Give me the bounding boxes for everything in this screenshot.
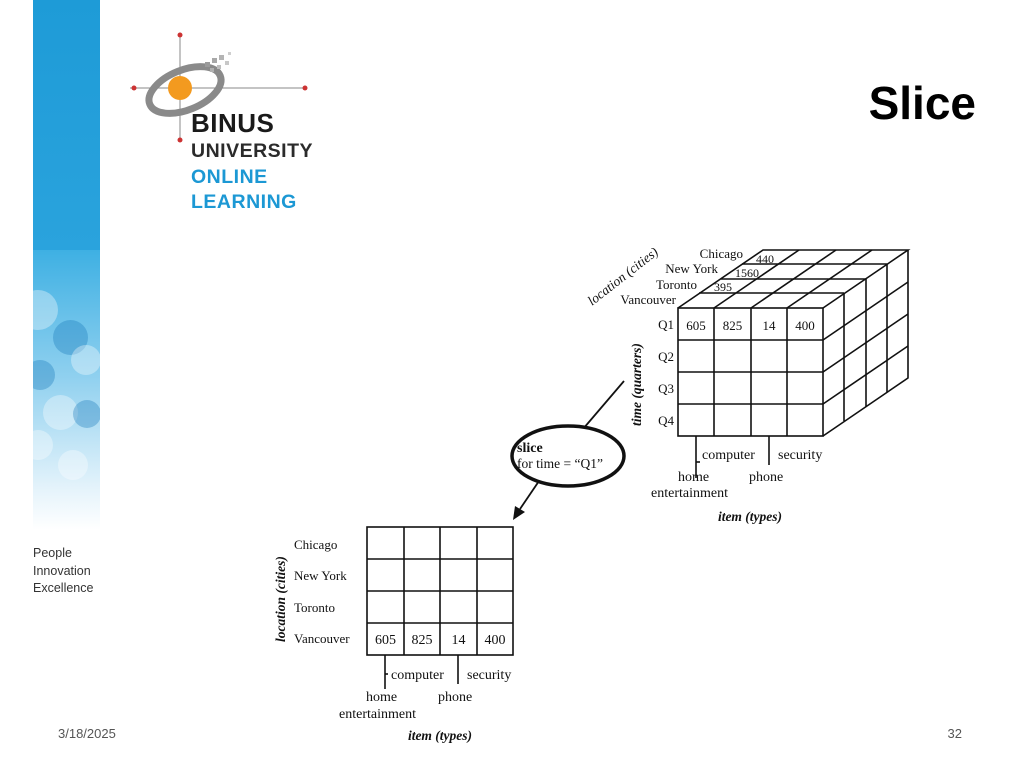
depth-value: 395 [714,280,732,294]
city-label: Vancouver [294,631,350,646]
slide-page-number: 32 [948,726,962,741]
quarter-label: Q1 [658,317,674,332]
axis-label: item (types) [408,728,472,743]
callout-condition: for time = “Q1” [517,456,603,471]
quarter-label: Q4 [658,413,674,428]
city-label: Toronto [294,600,335,615]
item-label: computer [391,668,444,683]
cell-value: 14 [452,633,466,648]
item-label: computer [702,448,755,463]
item-label: security [467,668,511,683]
quarter-label: Q3 [658,381,674,396]
city-label: Vancouver [620,292,676,307]
item-label: home [678,470,709,485]
quarter-label: Q2 [658,349,674,364]
city-label: New York [294,568,347,583]
city-label: Chicago [700,246,743,261]
item-label: entertainment [651,486,728,501]
city-label: New York [665,261,718,276]
item-label: phone [438,690,472,705]
cell-value: 400 [795,318,815,333]
slide-date: 3/18/2025 [58,726,116,741]
item-label: home [366,690,397,705]
item-label: security [778,448,822,463]
city-label: Toronto [656,277,697,292]
slice-callout: slice for time = “Q1” [512,381,624,520]
city-label: Chicago [294,537,337,552]
callout-heading: slice [517,441,543,456]
item-label: entertainment [339,707,416,722]
axis-label: location (cities) [273,556,288,642]
cell-value: 605 [686,318,706,333]
depth-value: 440 [756,252,774,266]
cell-value: 605 [375,633,396,648]
cell-value: 825 [412,633,433,648]
axis-label: item (types) [718,509,782,524]
cell-value: 825 [723,318,743,333]
cell-value: 14 [763,318,777,333]
slice-table-labels: location (cities) item (types) Chicago N… [273,537,511,743]
axis-label: time (quarters) [629,343,644,426]
slice-table [367,527,513,689]
item-label: phone [749,470,783,485]
cell-value: 400 [485,633,506,648]
depth-value: 1560 [735,266,759,280]
data-cube [678,250,908,478]
